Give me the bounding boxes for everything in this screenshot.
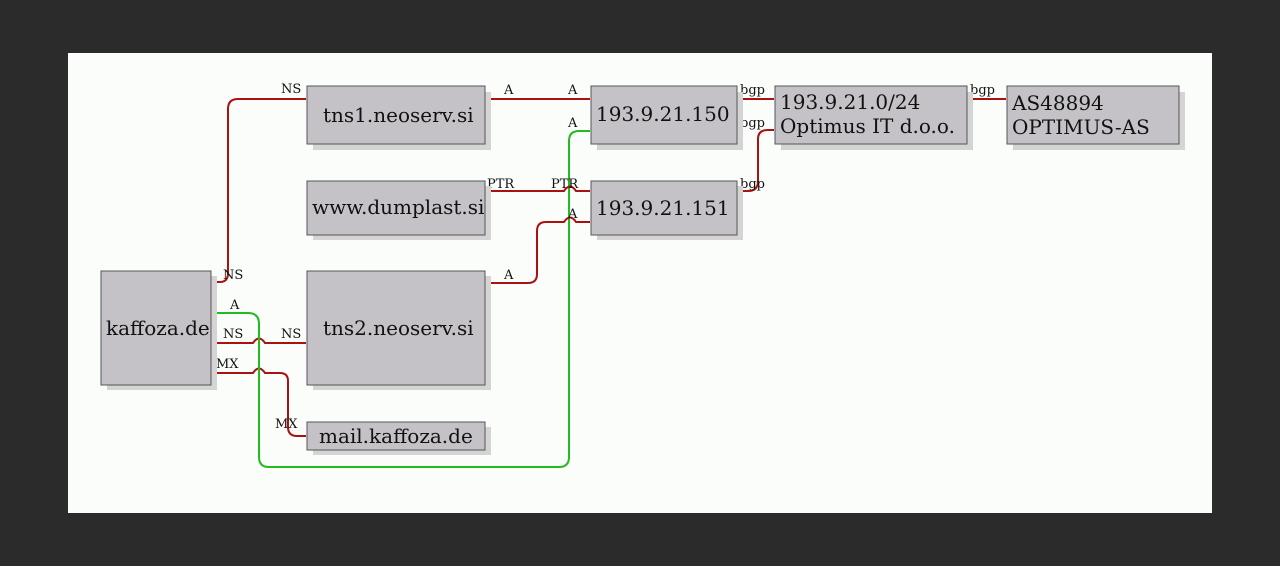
node-kaffoza-de[interactable]: kaffoza.de	[100, 270, 217, 390]
node-label-line1: AS48894	[1011, 91, 1104, 115]
node-label: kaffoza.de	[106, 316, 210, 340]
node-label-line2: OPTIMUS-AS	[1012, 115, 1150, 139]
edge-label-a: A	[503, 268, 514, 283]
node-www-dumplast[interactable]: www.dumplast.si	[306, 180, 491, 240]
node-label: tns2.neoserv.si	[323, 316, 474, 340]
node-label: mail.kaffoza.de	[319, 424, 473, 448]
node-prefix-193-9-21-0[interactable]: 193.9.21.0/24 Optimus IT d.o.o.	[774, 85, 973, 150]
node-ip-193-9-21-150[interactable]: 193.9.21.150	[590, 85, 743, 150]
node-label-line1: 193.9.21.0/24	[780, 90, 920, 114]
node-label: www.dumplast.si	[312, 195, 484, 219]
node-tns2-neoserv[interactable]: tns2.neoserv.si	[306, 270, 491, 390]
edge-label-mx: MX	[275, 417, 298, 432]
edge-label-ns: NS	[223, 327, 243, 342]
edge-label-bgp: bgp	[740, 116, 765, 131]
node-ip-193-9-21-151[interactable]: 193.9.21.151	[590, 180, 743, 240]
edge-tns2-ip151-a	[488, 216, 590, 284]
edge-label-ptr: PTR	[551, 177, 579, 192]
node-label: 193.9.21.150	[596, 102, 730, 126]
node-label: 193.9.21.151	[596, 196, 730, 220]
edge-label-a: A	[567, 83, 578, 98]
node-label-line2: Optimus IT d.o.o.	[780, 114, 955, 138]
node-asn-48894[interactable]: AS48894 OPTIMUS-AS	[1006, 85, 1185, 150]
edge-label-ptr: PTR	[487, 177, 515, 192]
edge-label-a: A	[567, 207, 578, 222]
edge-kaffoza-ip150-a	[214, 130, 590, 468]
diagram-canvas: NS NS A NS NS MX MX A A A PTR PTR A A bg…	[68, 53, 1212, 513]
edge-label-bgp: bgp	[970, 83, 995, 98]
edge-label-ns: NS	[281, 82, 301, 97]
edge-label-bgp: bgp	[740, 83, 765, 98]
edge-label-mx: MX	[216, 357, 239, 372]
edge-label-ns: NS	[223, 268, 243, 283]
edge-label-a: A	[567, 116, 578, 131]
edge-label-bgp: bgp	[740, 177, 765, 192]
node-label: tns1.neoserv.si	[323, 103, 474, 127]
edge-kaffoza-tns1-ns	[214, 98, 306, 283]
edge-label-ns: NS	[281, 327, 301, 342]
edge-label-a: A	[229, 298, 240, 313]
dns-graph: NS NS A NS NS MX MX A A A PTR PTR A A bg…	[100, 82, 1185, 468]
edge-dumplast-ip151-ptr	[488, 185, 590, 192]
edge-ip151-prefix-bgp	[738, 129, 774, 192]
node-mail-kaffoza[interactable]: mail.kaffoza.de	[306, 421, 491, 455]
node-tns1-neoserv[interactable]: tns1.neoserv.si	[306, 85, 491, 150]
edge-label-a: A	[503, 83, 514, 98]
